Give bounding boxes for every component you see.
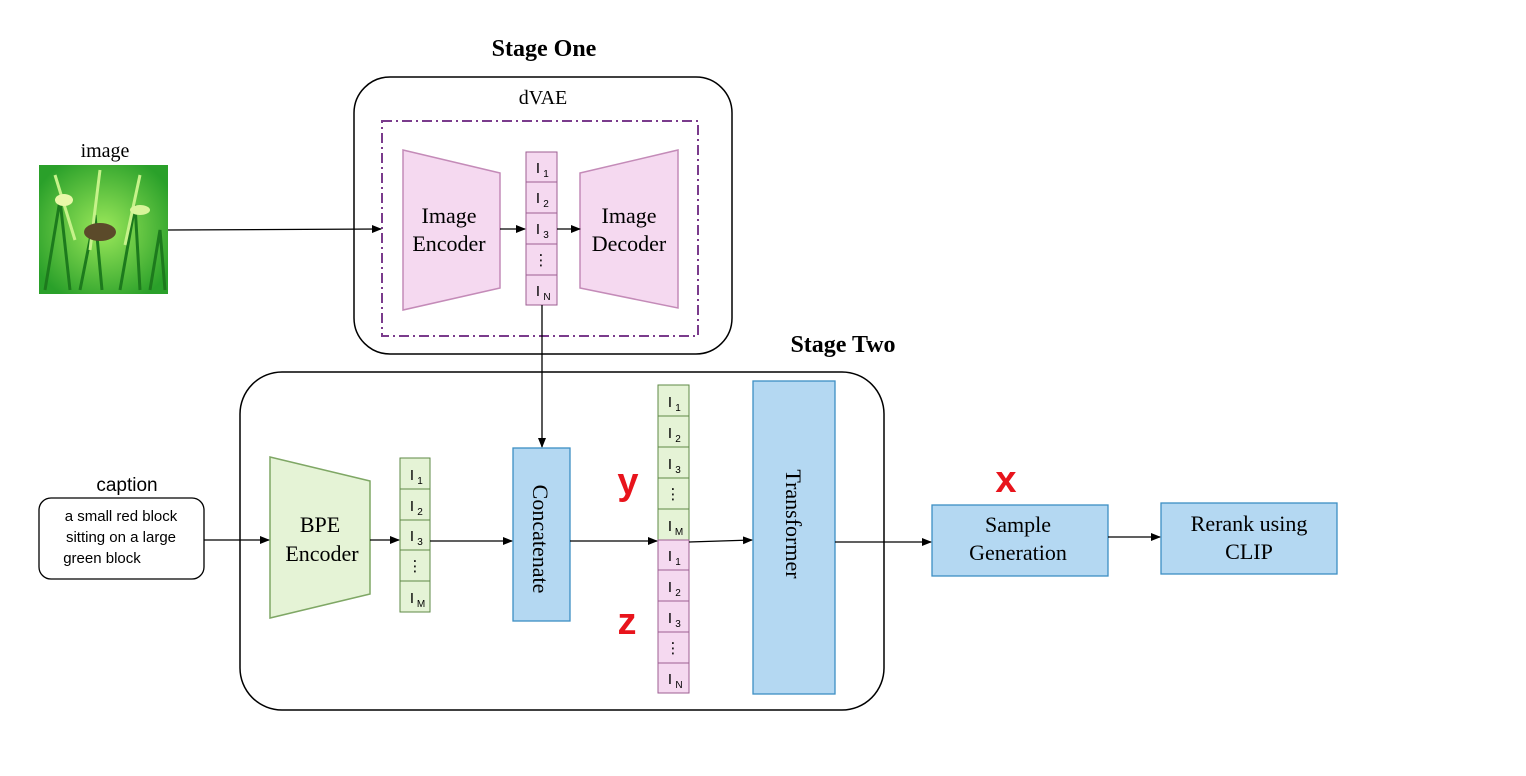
image-encoder-block <box>402 149 501 311</box>
combined-token-sub: 3 <box>675 465 681 476</box>
dvae-token-column: I 1 I 2 I 3 ⋮ I N <box>525 151 558 306</box>
dvae-label: dVAE <box>519 87 568 109</box>
bpe-token-sub: 2 <box>417 507 423 518</box>
dvae-token-text: I <box>536 221 540 238</box>
combined-token-text: I <box>668 671 672 688</box>
variable-x-label: x <box>995 459 1016 501</box>
combined-token-text: I <box>668 610 672 627</box>
dvae-token-text: I <box>536 283 540 300</box>
bpe-token-text: I <box>410 528 414 545</box>
dvae-token-sub: N <box>543 292 550 303</box>
combined-text-token-cell <box>657 508 690 541</box>
variable-z-label: z <box>618 601 637 643</box>
rerank-label-line1: Rerank using <box>1191 511 1308 536</box>
rerank-label-line2: CLIP <box>1225 539 1273 564</box>
image-decoder-label-line2: Decoder <box>592 231 667 256</box>
dvae-token-cell <box>525 212 558 245</box>
variable-y-label: y <box>617 461 638 503</box>
caption-box <box>38 497 205 580</box>
caption-label: caption <box>96 475 157 496</box>
bpe-token-text: I <box>410 498 414 515</box>
bpe-token-sub: 3 <box>417 537 423 548</box>
caption-line: sitting on a large <box>66 529 176 546</box>
sample-generation-block <box>931 504 1109 577</box>
transformer-block <box>752 380 836 695</box>
combined-image-token-cell <box>657 631 690 664</box>
dvae-token-text: I <box>536 190 540 207</box>
dvae-token-text: I <box>536 160 540 177</box>
bpe-encoder-label-line2: Encoder <box>285 541 359 566</box>
dvae-token-cell <box>525 274 558 306</box>
image-label: image <box>81 140 130 162</box>
concatenate-label: Concatenate <box>528 485 553 594</box>
stage-two-title: Stage Two <box>790 332 895 358</box>
combined-token-text: I <box>668 394 672 411</box>
bpe-token-cell <box>399 580 431 613</box>
combined-token-sub: 3 <box>675 619 681 630</box>
combined-token-sub: 1 <box>675 557 681 568</box>
combined-token-text: I <box>668 518 672 535</box>
bpe-encoder-label-line1: BPE <box>300 512 340 537</box>
dvae-boundary <box>381 120 699 337</box>
image-decoder-block <box>579 149 679 309</box>
combined-image-token-cell <box>657 662 690 694</box>
combined-token-text: I <box>668 425 672 442</box>
transformer-label: Transformer <box>781 469 806 579</box>
caption-line: green block <box>63 550 141 567</box>
combined-text-token-cell <box>657 384 690 417</box>
dvae-token-sub: 1 <box>543 169 549 180</box>
bpe-token-sub: M <box>417 599 425 610</box>
input-image-thumbnail <box>39 165 168 294</box>
dvae-token-sub: 3 <box>543 230 549 241</box>
combined-token-text: I <box>668 579 672 596</box>
combined-text-token-cell <box>657 415 690 448</box>
bpe-encoder-block <box>269 456 371 619</box>
stage-one-title: Stage One <box>492 36 597 62</box>
combined-text-token-cell <box>657 446 690 479</box>
combined-token-sub: 2 <box>675 434 681 445</box>
bpe-token-cell <box>399 519 431 551</box>
combined-token-sub: 2 <box>675 588 681 599</box>
stage-one-container <box>353 76 733 355</box>
combined-token-text: ⋮ <box>666 640 681 657</box>
dvae-token-cell <box>525 181 558 214</box>
bpe-token-text: ⋮ <box>408 558 423 575</box>
dvae-token-sub: 2 <box>543 199 549 210</box>
combined-token-column: I 1 I 2 I 3 ⋮ I M I 1 I 2 I 3 ⋮ I N <box>657 384 690 694</box>
bpe-token-cell <box>399 488 431 521</box>
image-decoder-label-line1: Image <box>602 203 657 228</box>
combined-text-token-cell <box>657 477 690 510</box>
combined-token-sub: 1 <box>675 403 681 414</box>
sample-generation-label-line1: Sample <box>985 512 1051 537</box>
stage-two-container <box>239 371 885 711</box>
bpe-token-cell <box>399 457 431 490</box>
combined-image-token-cell <box>657 600 690 633</box>
image-encoder-label-line1: Image <box>422 203 477 228</box>
bpe-token-sub: 1 <box>417 476 423 487</box>
bpe-token-text: I <box>410 467 414 484</box>
arrow-image-to-dvae <box>167 225 382 234</box>
combined-token-text: I <box>668 548 672 565</box>
concatenate-block <box>512 447 571 622</box>
dvae-token-cell <box>525 151 558 183</box>
combined-image-token-cell <box>657 539 690 571</box>
rerank-clip-block <box>1160 502 1338 575</box>
combined-token-sub: M <box>675 527 683 538</box>
dvae-token-cell <box>525 243 558 276</box>
sample-generation-label-line2: Generation <box>969 540 1067 565</box>
combined-token-sub: N <box>675 680 682 691</box>
bpe-token-column: I 1 I 2 I 3 ⋮ I M <box>399 457 431 613</box>
arrow-combined-to-transformer <box>688 536 753 545</box>
dvae-token-text: ⋮ <box>534 252 549 269</box>
combined-token-text: I <box>668 456 672 473</box>
combined-token-text: ⋮ <box>666 486 681 503</box>
caption-line: a small red block <box>65 508 178 525</box>
image-encoder-label-line2: Encoder <box>412 231 486 256</box>
bpe-token-text: I <box>410 590 414 607</box>
combined-image-token-cell <box>657 569 690 602</box>
